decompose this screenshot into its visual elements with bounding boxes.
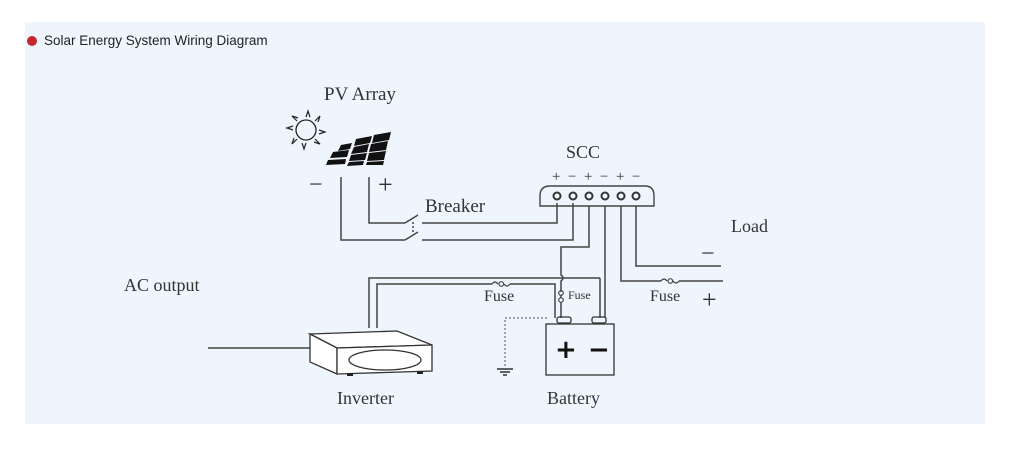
scc-terminal-sign: + [552, 169, 560, 185]
scc-terminal-sign: + [616, 169, 624, 185]
fuse-left-label: Fuse [484, 288, 514, 305]
scc-terminal-sign: − [568, 169, 576, 185]
ground-icon [497, 368, 513, 376]
diagram-title: Solar Energy System Wiring Diagram [44, 33, 268, 48]
pv-array-label: PV Array [324, 84, 396, 105]
load-label: Load [731, 216, 768, 236]
pv-positive-wire [368, 177, 405, 224]
fuse-icon [491, 281, 511, 287]
battery-plus-sign: + [555, 335, 577, 365]
load-plus-sign: + [702, 285, 717, 314]
pv-plus-sign: + [378, 170, 393, 199]
solar-panel-icon [326, 132, 391, 166]
battery-icon [545, 316, 615, 376]
pv-minus-sign: − [309, 172, 323, 198]
fuse-right-label: Fuse [650, 288, 680, 305]
inverter-label: Inverter [337, 388, 394, 408]
inverter-positive-wire [376, 283, 492, 328]
breaker-label: Breaker [425, 196, 486, 217]
inverter-fuse-to-battery [510, 283, 556, 318]
scc-terminal-sign: + [584, 169, 592, 185]
load-minus-sign: − [701, 241, 715, 267]
inverter-negative-wire [368, 277, 600, 328]
breaker-to-scc-negative [422, 203, 574, 241]
scc-label: SCC [566, 142, 600, 162]
scc-battery-positive-wire [560, 206, 590, 292]
pv-negative-wire [340, 177, 405, 241]
ac-output-label: AC output [124, 275, 200, 295]
battery-label: Battery [547, 388, 600, 408]
fuse-icon [660, 278, 680, 284]
breaker-to-scc-positive [422, 203, 558, 224]
scc-controller-icon [539, 185, 655, 207]
battery-minus-sign: − [588, 335, 610, 365]
bullet-icon [27, 35, 37, 46]
fuse-icon [558, 290, 564, 303]
scc-terminal-polarity: + − + − + − [552, 169, 640, 185]
breaker-switch-icon [404, 214, 419, 241]
sun-icon [285, 109, 327, 151]
fuse-mid-label: Fuse [568, 288, 591, 302]
scc-terminal-sign: − [632, 169, 640, 185]
scc-terminal-sign: − [600, 169, 608, 185]
load-negative-wire [635, 206, 721, 267]
ground-wire [504, 317, 547, 368]
diagram-title-row: Solar Energy System Wiring Diagram [27, 33, 268, 48]
inverter-icon [307, 330, 433, 376]
load-positive-wire [620, 206, 661, 282]
